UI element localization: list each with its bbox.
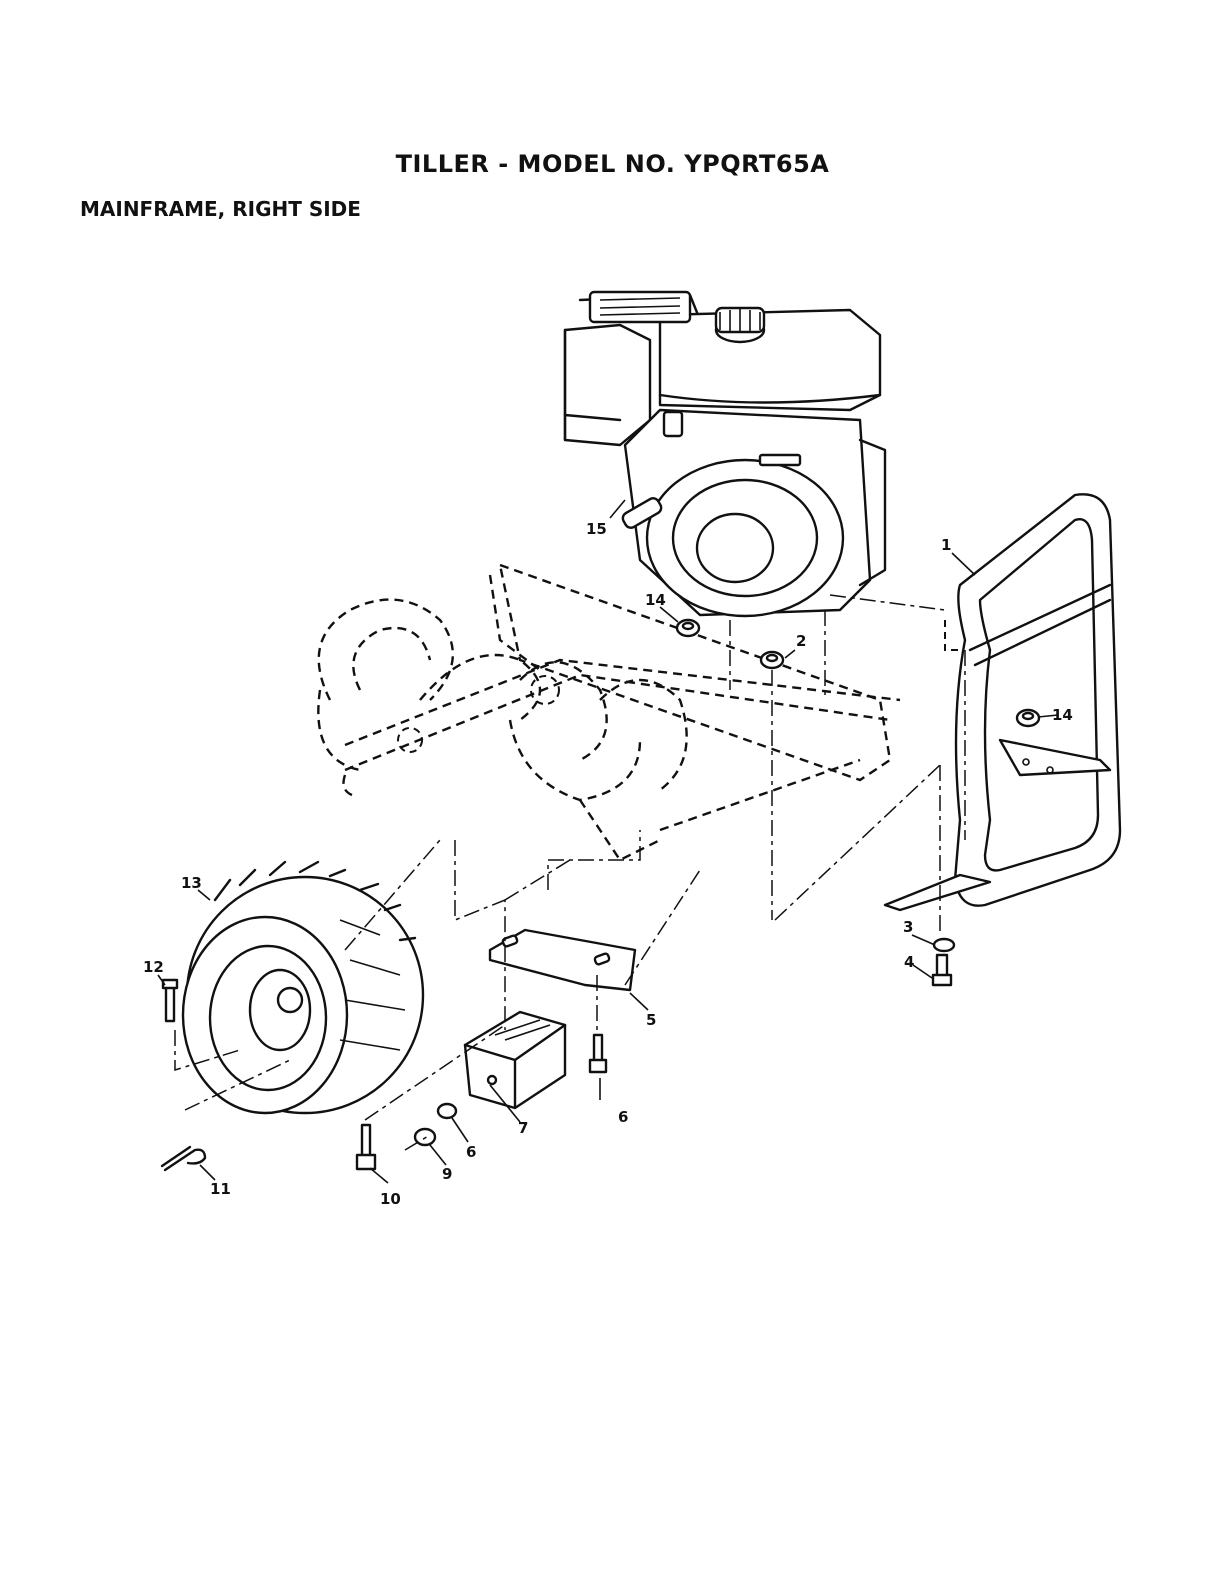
wheel-part — [183, 862, 423, 1113]
callout-6-washer: 6 — [466, 1143, 476, 1161]
callout-1: 1 — [941, 536, 951, 554]
callout-2: 2 — [796, 632, 806, 650]
callout-10: 10 — [380, 1190, 401, 1208]
callout-14-upper: 14 — [645, 591, 666, 609]
callout-14-right: 14 — [1052, 706, 1073, 724]
bracket-part — [490, 930, 635, 990]
callout-12: 12 — [143, 958, 164, 976]
engine-part — [565, 292, 885, 616]
callout-4: 4 — [904, 953, 914, 971]
weight-part — [465, 1012, 565, 1108]
bumper-part — [885, 494, 1120, 910]
callout-3: 3 — [903, 918, 913, 936]
callout-13: 13 — [181, 874, 202, 892]
callout-5: 5 — [646, 1011, 656, 1029]
callout-7: 7 — [518, 1119, 528, 1137]
callout-11: 11 — [210, 1180, 231, 1198]
callout-15: 15 — [586, 520, 607, 538]
callout-6-lower: 6 — [618, 1108, 628, 1126]
callout-9: 9 — [442, 1165, 452, 1183]
